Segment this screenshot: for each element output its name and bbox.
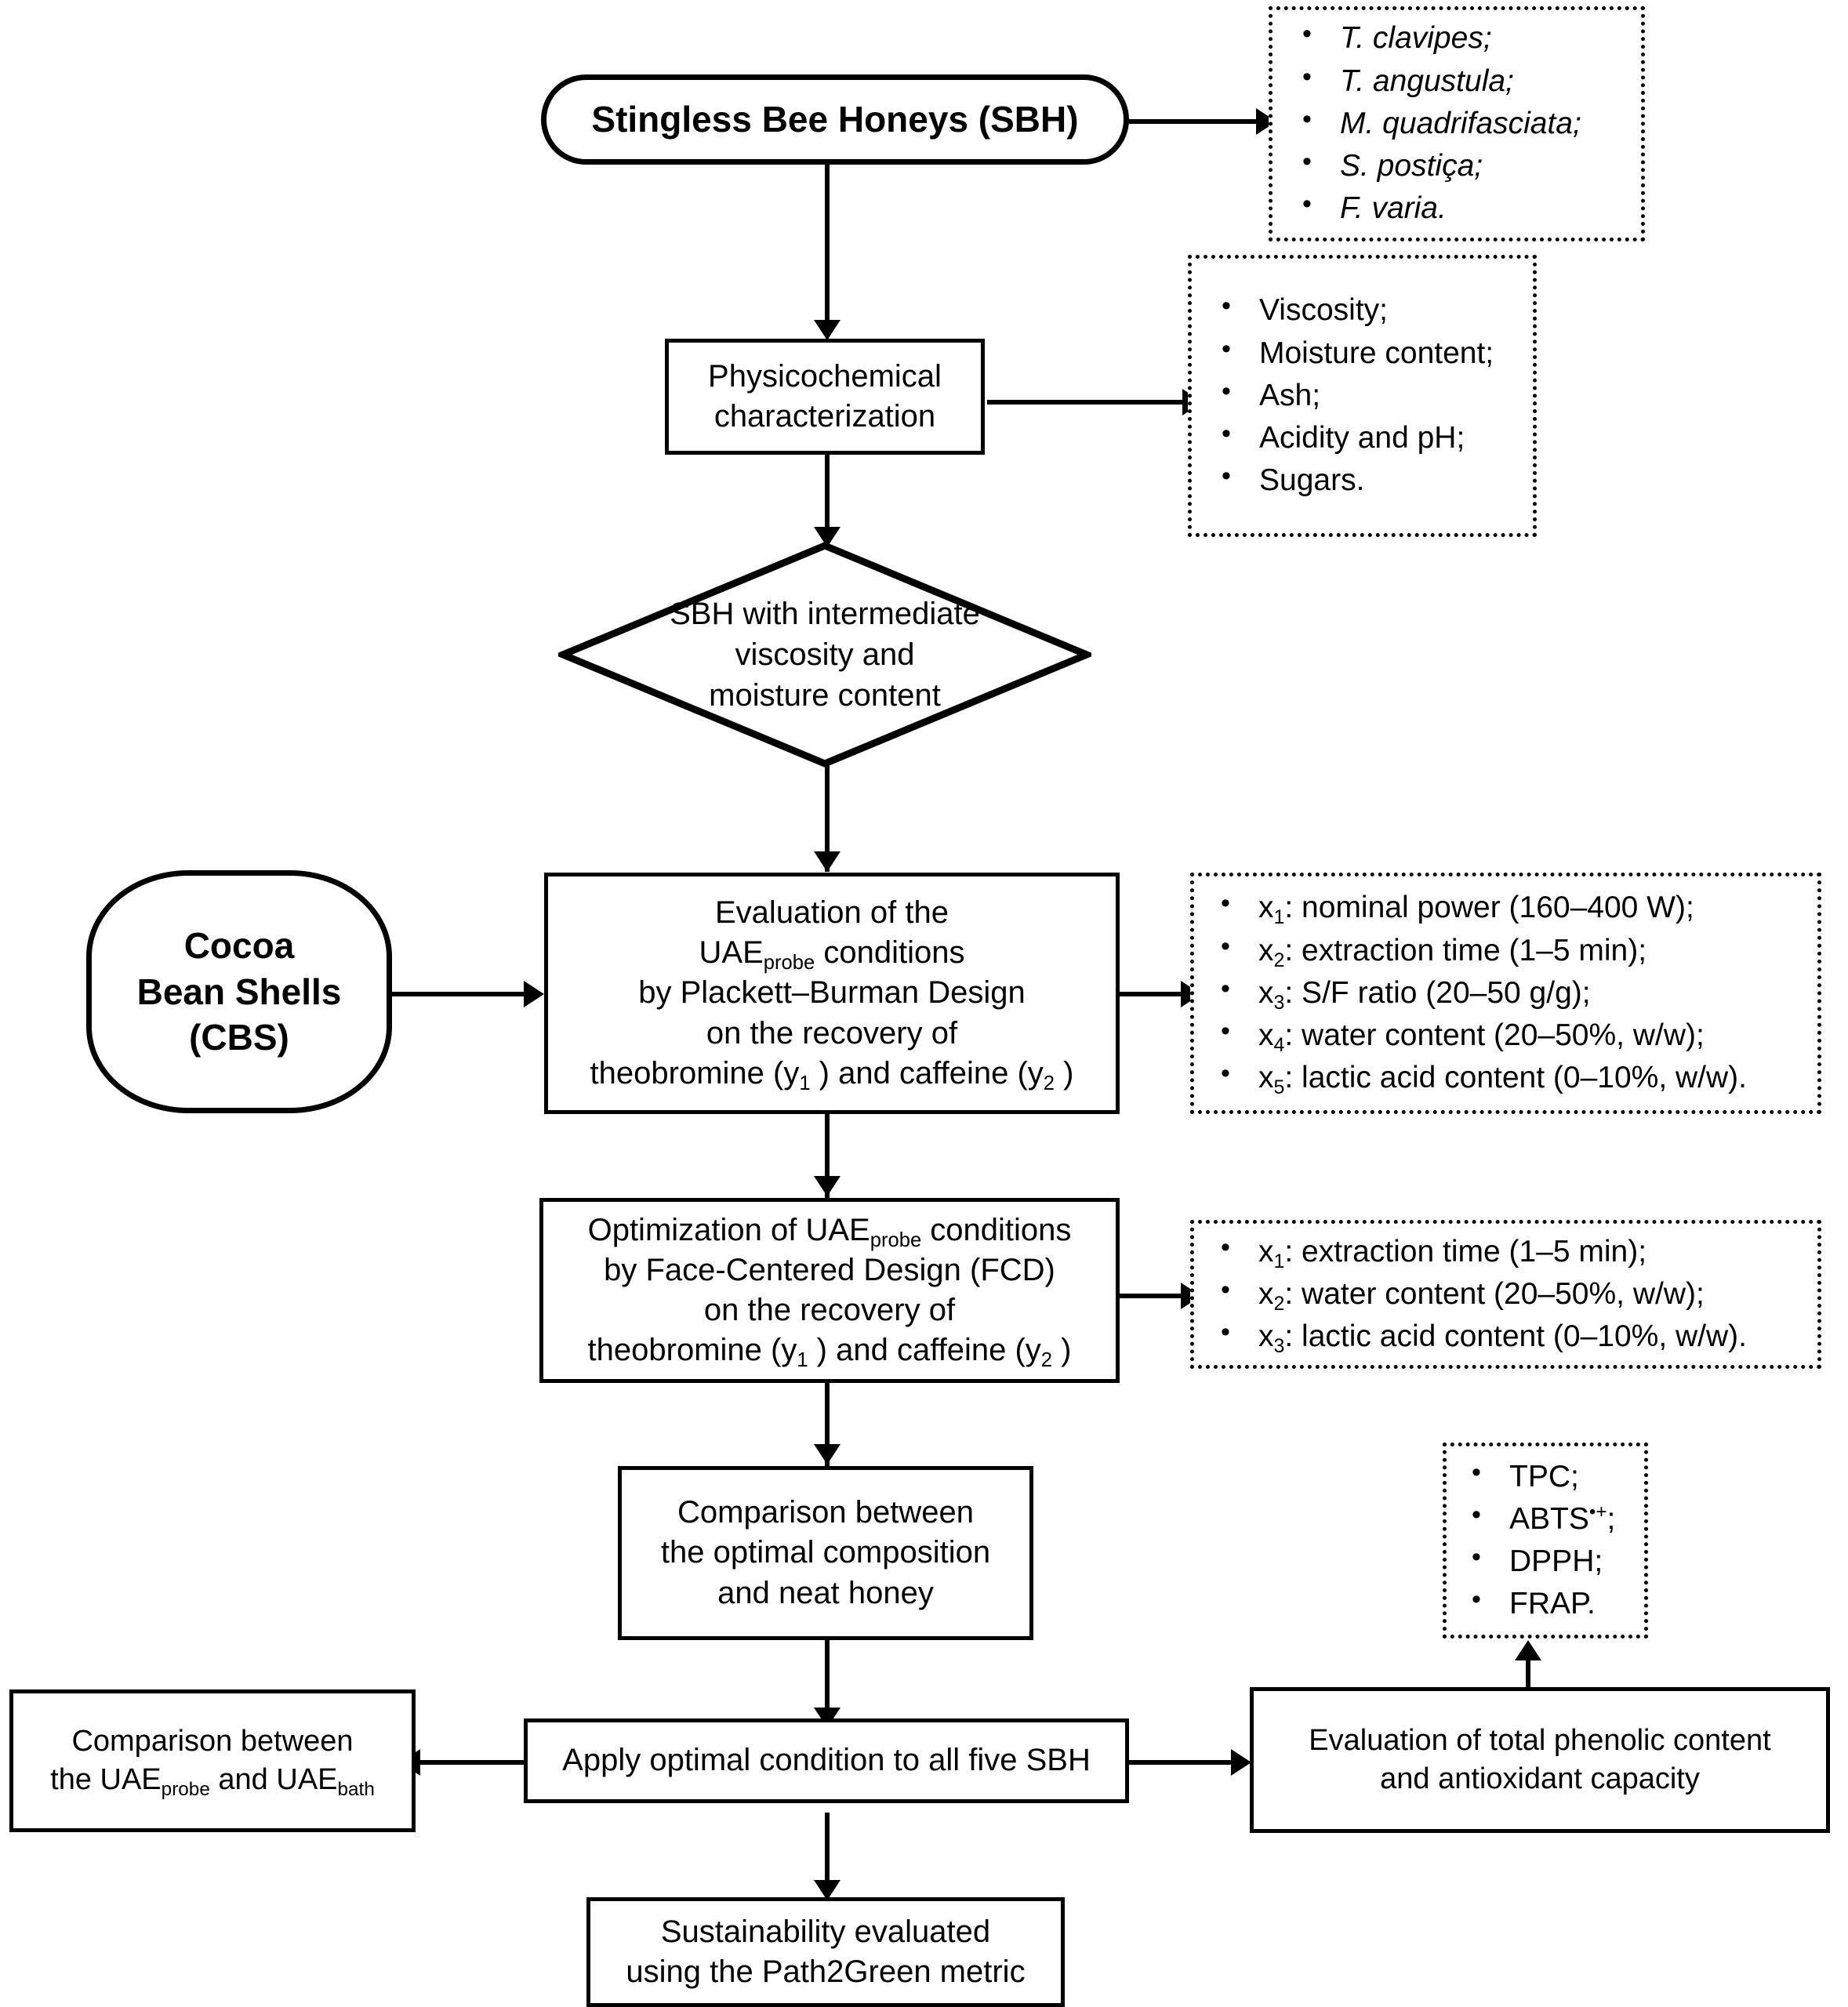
- decision-label-line1: SBH with intermediate: [670, 597, 980, 631]
- list-item: T. angustula;: [1291, 60, 1630, 102]
- node-comparison-optimal-composition[interactable]: Comparison between the optimal compositi…: [618, 1466, 1033, 1640]
- connector-physchem-to-decision: [825, 453, 830, 547]
- node-physicochemical-parameters-list: Viscosity; Moisture content; Ash; Acidit…: [1188, 255, 1537, 537]
- list-item: x1: nominal power (160–400 W);: [1210, 886, 1810, 928]
- node-fcd-variables-list: x1: extraction time (1–5 min); x2: water…: [1190, 1220, 1821, 1369]
- pbd-line2: UAEprobe conditions: [699, 935, 965, 974]
- fcd-line2: by Face-Centered Design (FCD): [604, 1252, 1055, 1287]
- diamond-shape: [558, 542, 1091, 768]
- list-item: Viscosity;: [1211, 289, 1522, 331]
- cmp-line1: Comparison between: [677, 1495, 974, 1530]
- connector-apply-to-sustainability: [825, 1813, 830, 1907]
- arrowhead-sbh-to-physchem: [814, 320, 840, 340]
- list-item: x5: lactic acid content (0–10%, w/w).: [1210, 1056, 1810, 1098]
- list-item: Ash;: [1211, 374, 1522, 416]
- connector-decision-to-pbd: [825, 762, 830, 872]
- list-item: x1: extraction time (1–5 min);: [1210, 1230, 1810, 1272]
- fcd-vars-bullet-list: x1: extraction time (1–5 min); x2: water…: [1202, 1230, 1810, 1359]
- node-label-line2: characterization: [713, 399, 936, 434]
- list-item: x3: lactic acid content (0–10%, w/w).: [1210, 1315, 1810, 1357]
- list-item: M. quadrifasciata;: [1291, 102, 1630, 144]
- node-fcd-optimization[interactable]: Optimization of UAEprobe conditions by F…: [539, 1198, 1120, 1383]
- phenolic-line1: Evaluation of total phenolic content: [1309, 1724, 1771, 1758]
- connector-sbh-to-physchem: [825, 157, 830, 337]
- list-item: Acidity and pH;: [1211, 416, 1522, 459]
- cmp-line3: and neat honey: [717, 1575, 934, 1610]
- pbd-line1: Evaluation of the: [715, 895, 949, 931]
- fcd-line1: Optimization of UAEprobe conditions: [587, 1212, 1072, 1251]
- list-item: FRAP.: [1461, 1582, 1638, 1624]
- arrowhead-pbd-to-fcd: [814, 1176, 840, 1196]
- node-antioxidant-assays-list: TPC; ABTS•+; DPPH; FRAP.: [1443, 1443, 1648, 1639]
- cmp-line2: the optimal composition: [660, 1535, 991, 1570]
- sustain-line2: using the Path2Green metric: [626, 1954, 1026, 1989]
- species-bullet-list: T. clavipes; T. angustula; M. quadrifasc…: [1283, 16, 1630, 230]
- node-decision-sbh-intermediate[interactable]: SBH with intermediate viscosity and mois…: [558, 541, 1091, 768]
- arrowhead-apply-to-phenolic: [1231, 1749, 1251, 1776]
- uae-cmp-line2: the UAEprobe and UAEbath: [50, 1763, 375, 1800]
- phenolic-line2: and antioxidant capacity: [1380, 1762, 1700, 1795]
- connector-pbd-to-fcd: [825, 1113, 830, 1199]
- pbd-vars-bullet-list: x1: nominal power (160–400 W); x2: extra…: [1202, 886, 1810, 1100]
- list-item: F. varia.: [1291, 187, 1630, 229]
- list-item: x3: S/F ratio (20–50 g/g);: [1210, 971, 1810, 1014]
- list-item: TPC;: [1461, 1454, 1638, 1497]
- connector-cbs-to-pbd: [392, 992, 533, 996]
- physchem-bullet-list: Viscosity; Moisture content; Ash; Acidit…: [1203, 289, 1522, 503]
- arrowhead-apply-to-sustainability: [814, 1880, 840, 1900]
- node-pbd-variables-list: x1: nominal power (160–400 W); x2: extra…: [1190, 873, 1821, 1114]
- uae-cmp-line1: Comparison between: [71, 1725, 354, 1758]
- list-item: ABTS•+;: [1461, 1497, 1638, 1540]
- arrowhead-decision-to-pbd: [814, 851, 840, 872]
- node-species-list: T. clavipes; T. angustula; M. quadrifasc…: [1269, 6, 1645, 241]
- node-label-line1: Physicochemical: [708, 358, 942, 394]
- list-item: x2: water content (20–50%, w/w);: [1210, 1272, 1810, 1315]
- node-label-line3: (CBS): [189, 1017, 289, 1058]
- node-label: Apply optimal condition to all five SBH: [562, 1743, 1091, 1778]
- node-label: Stingless Bee Honeys (SBH): [591, 99, 1079, 140]
- list-item: Moisture content;: [1211, 332, 1522, 374]
- list-item: T. clavipes;: [1291, 16, 1630, 59]
- fcd-line4: theobromine (y1 ) and caffeine (y2 ): [587, 1333, 1072, 1372]
- pbd-line4: on the recovery of: [706, 1015, 958, 1051]
- node-physicochemical-characterization[interactable]: Physicochemical characterization: [665, 339, 985, 455]
- connector-fcd-to-vars: [1120, 1294, 1190, 1298]
- connector-sbh-to-species: [1123, 119, 1264, 124]
- connector-apply-to-uae-comparison: [416, 1760, 525, 1765]
- list-item: S. postiça;: [1291, 144, 1630, 187]
- sustain-line1: Sustainability evaluated: [660, 1914, 991, 1949]
- node-plackett-burman-evaluation[interactable]: Evaluation of the UAEprobe conditions by…: [544, 873, 1120, 1114]
- pbd-line3: by Plackett–Burman Design: [638, 975, 1026, 1011]
- node-sustainability-path2green[interactable]: Sustainability evaluated using the Path2…: [586, 1897, 1065, 2007]
- assays-bullet-list: TPC; ABTS•+; DPPH; FRAP.: [1453, 1454, 1638, 1627]
- connector-apply-to-phenolic: [1129, 1760, 1239, 1765]
- connector-comparison-to-apply: [825, 1640, 830, 1734]
- arrowhead-fcd-to-comparison: [814, 1444, 840, 1464]
- node-apply-optimal-condition[interactable]: Apply optimal condition to all five SBH: [524, 1718, 1129, 1803]
- decision-label-line2: viscosity and: [735, 637, 915, 672]
- connector-physchem-to-list: [987, 400, 1191, 405]
- node-cocoa-bean-shells[interactable]: Cocoa Bean Shells (CBS): [86, 870, 392, 1113]
- decision-label: SBH with intermediate viscosity and mois…: [558, 541, 1091, 768]
- pbd-line5: theobromine (y1 ) and caffeine (y2 ): [590, 1055, 1074, 1094]
- decision-label-line3: moisture content: [709, 678, 941, 713]
- arrowhead-cbs-to-pbd: [524, 981, 544, 1007]
- list-item: x4: water content (20–50%, w/w);: [1210, 1014, 1810, 1056]
- node-stingless-bee-honeys[interactable]: Stingless Bee Honeys (SBH): [541, 74, 1129, 165]
- node-label-line2: Bean Shells: [136, 971, 342, 1012]
- list-item: x2: extraction time (1–5 min);: [1210, 929, 1810, 971]
- arrowhead-phenolic-to-assays: [1515, 1640, 1541, 1660]
- list-item: Sugars.: [1211, 459, 1522, 501]
- node-label-line1: Cocoa: [183, 924, 295, 966]
- connector-fcd-to-comparison: [825, 1381, 830, 1468]
- node-comparison-uae-probe-bath[interactable]: Comparison between the UAEprobe and UAEb…: [9, 1689, 416, 1832]
- connector-pbd-to-vars: [1120, 992, 1190, 996]
- list-item: DPPH;: [1461, 1540, 1638, 1582]
- node-phenolic-antioxidant-evaluation[interactable]: Evaluation of total phenolic content and…: [1250, 1687, 1830, 1833]
- fcd-line3: on the recovery of: [703, 1293, 956, 1327]
